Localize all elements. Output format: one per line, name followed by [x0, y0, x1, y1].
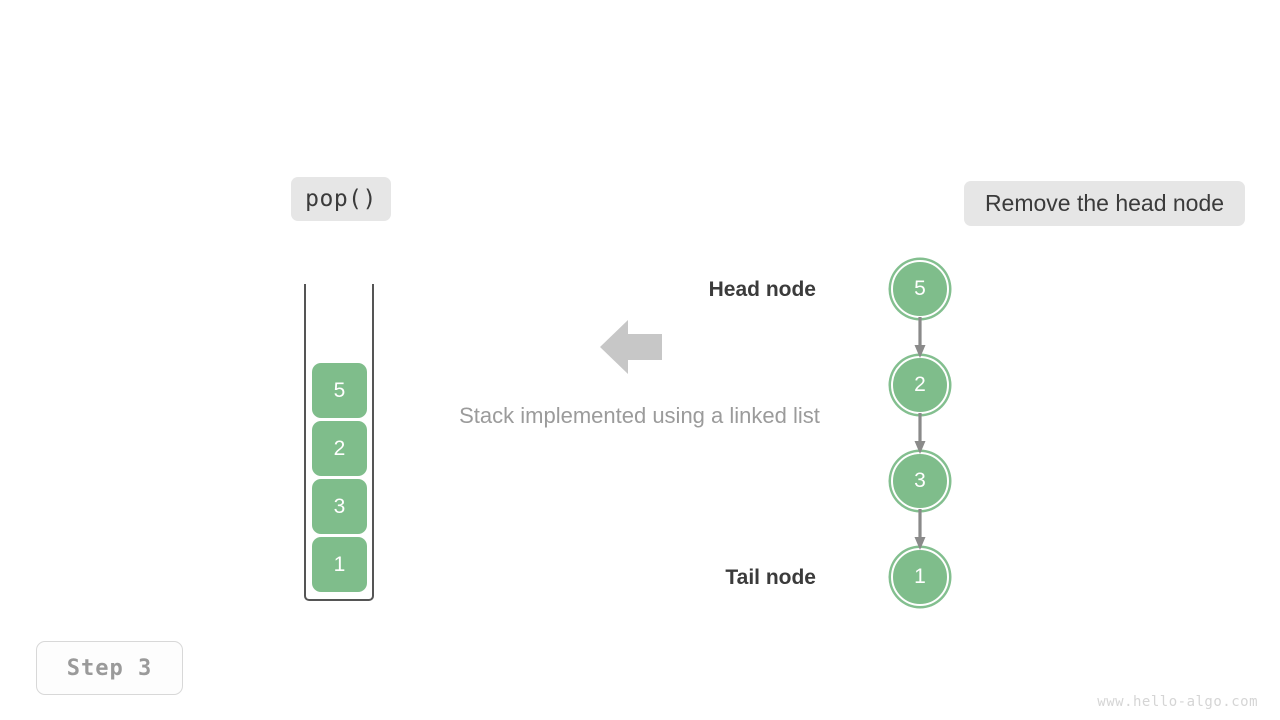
down-arrow-icon	[914, 413, 926, 454]
linked-list-node: 3	[891, 452, 949, 510]
stack-cell: 2	[312, 421, 367, 476]
down-arrow-icon	[914, 317, 926, 358]
stack-cell: 3	[312, 479, 367, 534]
diagram-caption: Stack implemented using a linked list	[0, 403, 1280, 429]
stack-container	[304, 284, 374, 601]
action-label: Remove the head node	[964, 181, 1245, 226]
down-arrow-icon	[914, 509, 926, 550]
stack-cell: 5	[312, 363, 367, 418]
watermark: www.hello-algo.com	[1097, 694, 1258, 710]
linked-list-node: 2	[891, 356, 949, 414]
operation-label: pop()	[291, 177, 391, 221]
diagram-caption-text: Stack implemented using a linked list	[459, 403, 820, 428]
head-node-tag: Head node	[708, 278, 816, 301]
left-block-arrow-icon	[600, 320, 662, 374]
tail-node-tag: Tail node	[725, 566, 816, 589]
linked-list-node: 1	[891, 548, 949, 606]
step-badge: Step 3	[36, 641, 183, 695]
linked-list-node: 5	[891, 260, 949, 318]
stack-cell: 1	[312, 537, 367, 592]
